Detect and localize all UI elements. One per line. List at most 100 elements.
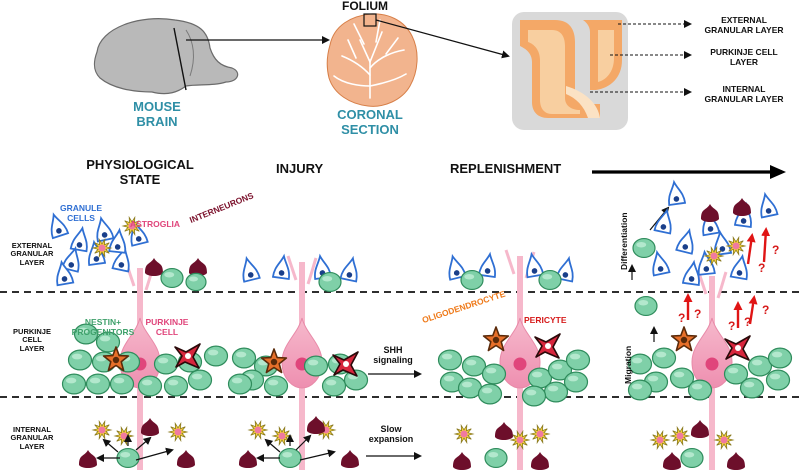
granule-cell (61, 245, 80, 273)
astroglia-cell (669, 425, 691, 447)
progenitor-cell (116, 447, 140, 469)
interneuron-cell (691, 420, 709, 438)
astroglia-cell (167, 421, 189, 443)
question-mark: ? (728, 319, 736, 333)
progenitor-cell (565, 349, 591, 371)
interneuron-cell (79, 450, 97, 468)
astroglia-cell (91, 237, 113, 259)
purkinje-cell (499, 249, 541, 470)
granule-cell (242, 255, 261, 283)
astroglia-cell (113, 425, 135, 447)
interneuron-cell (141, 418, 159, 436)
pericyte-cell (724, 335, 751, 361)
progenitor-cell (680, 447, 704, 469)
folium-label: FOLIUM (342, 0, 388, 13)
flow-arrow (295, 434, 312, 451)
label-migration: Migration (623, 345, 633, 384)
progenitor-cell (627, 353, 653, 375)
progenitor-cell (543, 381, 569, 403)
astroglia-cell (121, 215, 143, 237)
granule-cell (668, 179, 687, 207)
progenitor-cell (521, 385, 547, 407)
progenitor-cell (85, 373, 111, 395)
interneuron-cell (453, 452, 471, 470)
interneuron-cell (341, 450, 359, 468)
section-to-folium-arrow (375, 19, 510, 59)
granule-cell (56, 259, 75, 287)
astroglia-cell (713, 429, 735, 451)
progenitor-cell (723, 363, 749, 385)
progenitor-cell (343, 369, 369, 391)
progenitor-cell (669, 367, 695, 389)
progenitor-cell (765, 369, 791, 391)
progenitor-cell (563, 371, 589, 393)
progenitor-cell (632, 237, 656, 259)
astroglia-cell (529, 423, 551, 445)
progenitor-cell (137, 375, 163, 397)
astroglia-cell (453, 423, 475, 445)
progenitor-cell (461, 355, 487, 377)
progenitor-cell (687, 379, 713, 401)
question-mark: ? (694, 307, 702, 321)
progenitor-cell (185, 272, 207, 292)
coronal-section-icon (326, 13, 418, 107)
granule-cell (555, 255, 574, 283)
progenitor-cell (437, 349, 463, 371)
astroglia-cell (509, 429, 531, 451)
question-mark: ? (678, 311, 686, 325)
progenitor-cell (747, 355, 773, 377)
stage-replenishment: REPLENISHMENT (450, 161, 562, 176)
progenitor-cell (460, 269, 484, 291)
red-arrow (746, 233, 756, 265)
progenitor-cell (318, 271, 342, 293)
flow-arrow (299, 449, 336, 461)
progenitor-cell (227, 373, 253, 395)
red-arrow (748, 295, 758, 325)
granule-cell (652, 249, 671, 277)
glial-cell (670, 326, 698, 352)
progenitor-cell (163, 375, 189, 397)
glial-cell (482, 326, 510, 352)
progenitor-cell (627, 379, 653, 401)
astroglia-cell (649, 429, 671, 451)
progenitor-cell (153, 353, 179, 375)
question-mark: ? (762, 303, 770, 317)
interneuron-cell (189, 258, 207, 276)
granule-cell (675, 227, 694, 255)
interneuron-cell (727, 452, 745, 470)
progenitor-cell (439, 371, 465, 393)
progenitor-cell (160, 267, 184, 289)
question-mark: ? (772, 243, 780, 257)
progenitor-cell (477, 383, 503, 405)
granule-cell (69, 225, 88, 253)
glial-cell (102, 346, 130, 372)
progenitor-cell (303, 355, 329, 377)
astroglia-cell (271, 425, 293, 447)
progenitor-cell (61, 373, 87, 395)
progenitor-cell (484, 447, 508, 469)
label-differentiation: Differentiation (619, 212, 629, 270)
progenitor-cell (109, 373, 135, 395)
granule-cell (271, 253, 290, 281)
cell-layer (50, 179, 793, 470)
interneuron-cell (495, 422, 513, 440)
flow-arrow (264, 438, 281, 453)
interneuron-cell (307, 416, 325, 434)
red-arrow (761, 227, 771, 263)
interneuron-cell (239, 450, 257, 468)
progenitor-cell (278, 447, 302, 469)
mouse-brain-icon (93, 18, 239, 95)
pericyte-cell (534, 333, 561, 359)
granule-cell (714, 229, 733, 257)
flow-arrow (102, 438, 119, 453)
